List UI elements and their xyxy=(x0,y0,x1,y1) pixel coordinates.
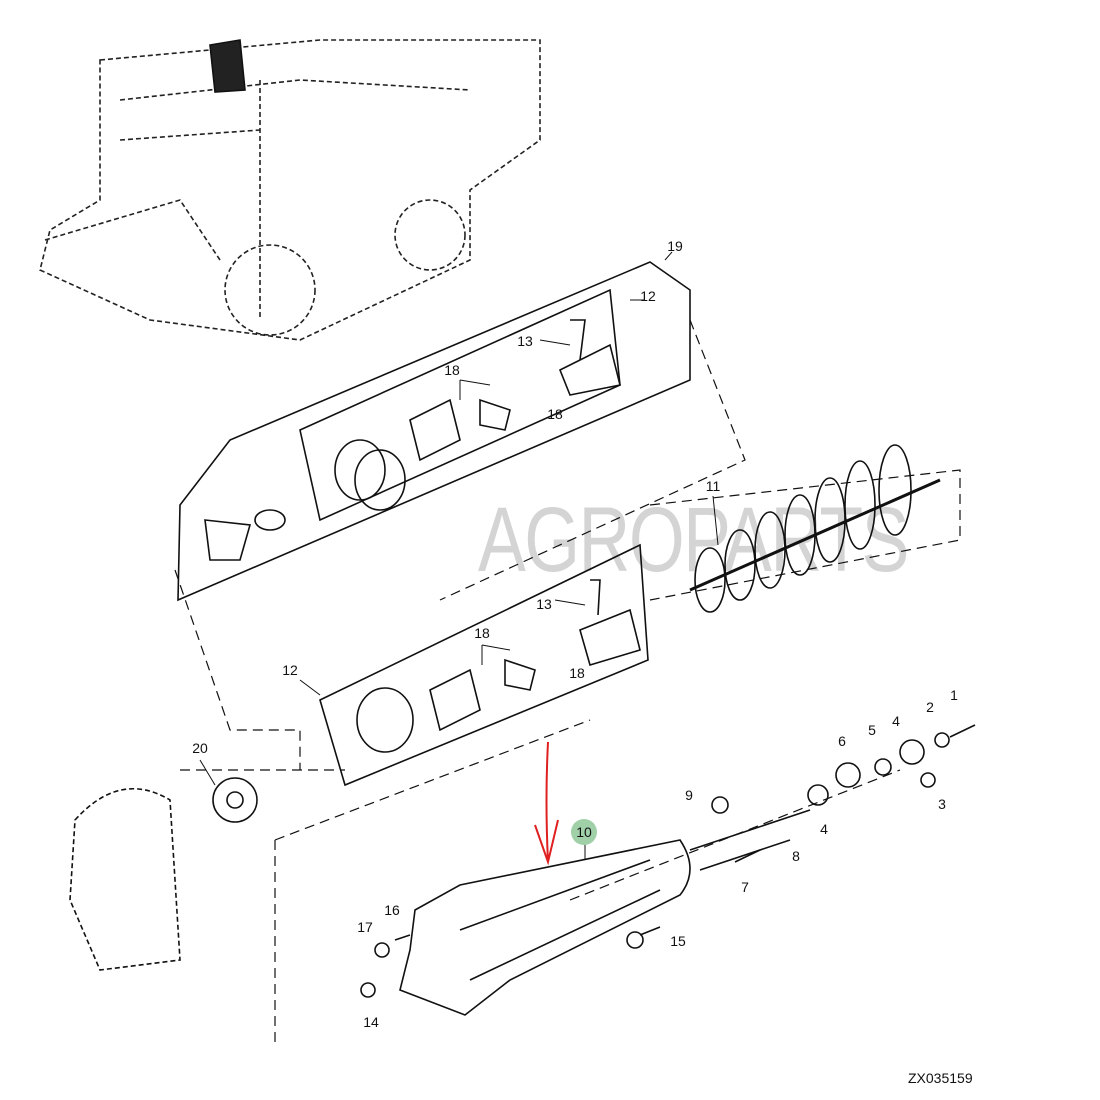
callout-12: 12 xyxy=(282,662,298,678)
callout-16: 16 xyxy=(384,902,400,918)
callout-18: 18 xyxy=(547,406,563,422)
callout-15: 15 xyxy=(670,933,686,949)
assembly-19-frame xyxy=(177,261,691,602)
auger-11 xyxy=(689,444,941,613)
callout-6: 6 xyxy=(838,733,846,749)
callout-18: 18 xyxy=(474,625,490,641)
callout-5: 5 xyxy=(868,722,876,738)
callout-14: 14 xyxy=(363,1014,379,1030)
callout-13: 13 xyxy=(536,596,552,612)
assembly-12-upper-frame xyxy=(299,288,621,522)
watermark: AGROPARTS xyxy=(478,489,909,591)
drawing-code: ZX035159 xyxy=(908,1070,973,1086)
callout-8: 8 xyxy=(792,848,800,864)
callout-20: 20 xyxy=(192,740,208,756)
assembly-12-lower-frame xyxy=(319,543,649,787)
callout-19: 19 xyxy=(667,238,683,254)
callout-4: 4 xyxy=(892,713,900,729)
callout-12: 12 xyxy=(640,288,656,304)
callout-1: 1 xyxy=(950,687,958,703)
cover-10 xyxy=(399,839,691,1016)
callout-13: 13 xyxy=(517,333,533,349)
callout-18: 18 xyxy=(444,362,460,378)
callout-17: 17 xyxy=(357,919,373,935)
callout-10-highlighted[interactable]: 10 xyxy=(571,819,597,845)
callout-7: 7 xyxy=(741,879,749,895)
callout-9: 9 xyxy=(685,787,693,803)
grain-tank-highlight xyxy=(209,39,246,93)
callout-3: 3 xyxy=(938,796,946,812)
combine-harvester-icon xyxy=(39,39,541,341)
callout-11: 11 xyxy=(705,478,721,494)
red-arrow-icon xyxy=(534,741,559,866)
callout-18: 18 xyxy=(569,665,585,681)
callout-2: 2 xyxy=(926,699,934,715)
callout-4: 4 xyxy=(820,821,828,837)
